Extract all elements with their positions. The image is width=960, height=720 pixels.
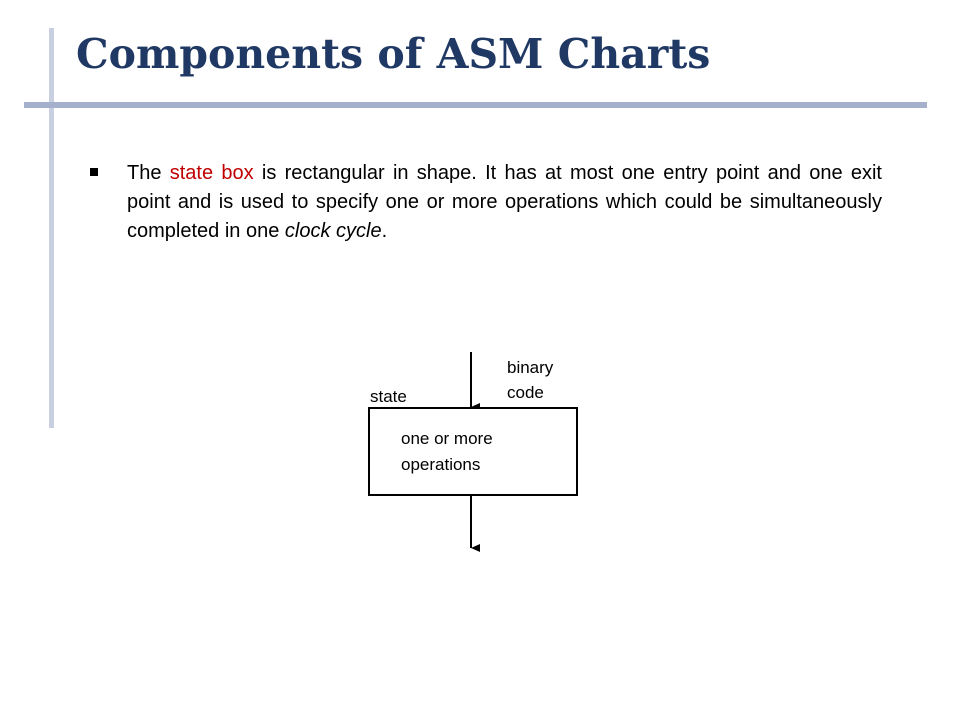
bullet-text: The state box is rectangular in shape. I… xyxy=(127,159,882,246)
state-label: state xyxy=(370,387,407,406)
binary-code-label-line1: binary xyxy=(507,358,554,377)
accent-vertical-line xyxy=(49,28,54,428)
operations-label-line1: one or more xyxy=(401,429,493,448)
state-box xyxy=(368,407,578,496)
clock-cycle-emphasis: clock cycle xyxy=(284,220,382,242)
title-underline xyxy=(24,102,927,108)
slide-title: Components of ASM Charts xyxy=(76,30,711,78)
bullet-text-prefix: The xyxy=(127,162,170,184)
bullet-point: The state box is rectangular in shape. I… xyxy=(90,159,882,246)
bullet-text-suffix: . xyxy=(381,220,388,242)
square-bullet-icon xyxy=(90,168,98,176)
bullet-text-body: is rectangular in shape. It has at most … xyxy=(127,162,882,242)
binary-code-label-line2: code xyxy=(507,383,544,402)
operations-label-line2: operations xyxy=(401,455,481,474)
state-box-highlight: state box xyxy=(169,162,254,184)
